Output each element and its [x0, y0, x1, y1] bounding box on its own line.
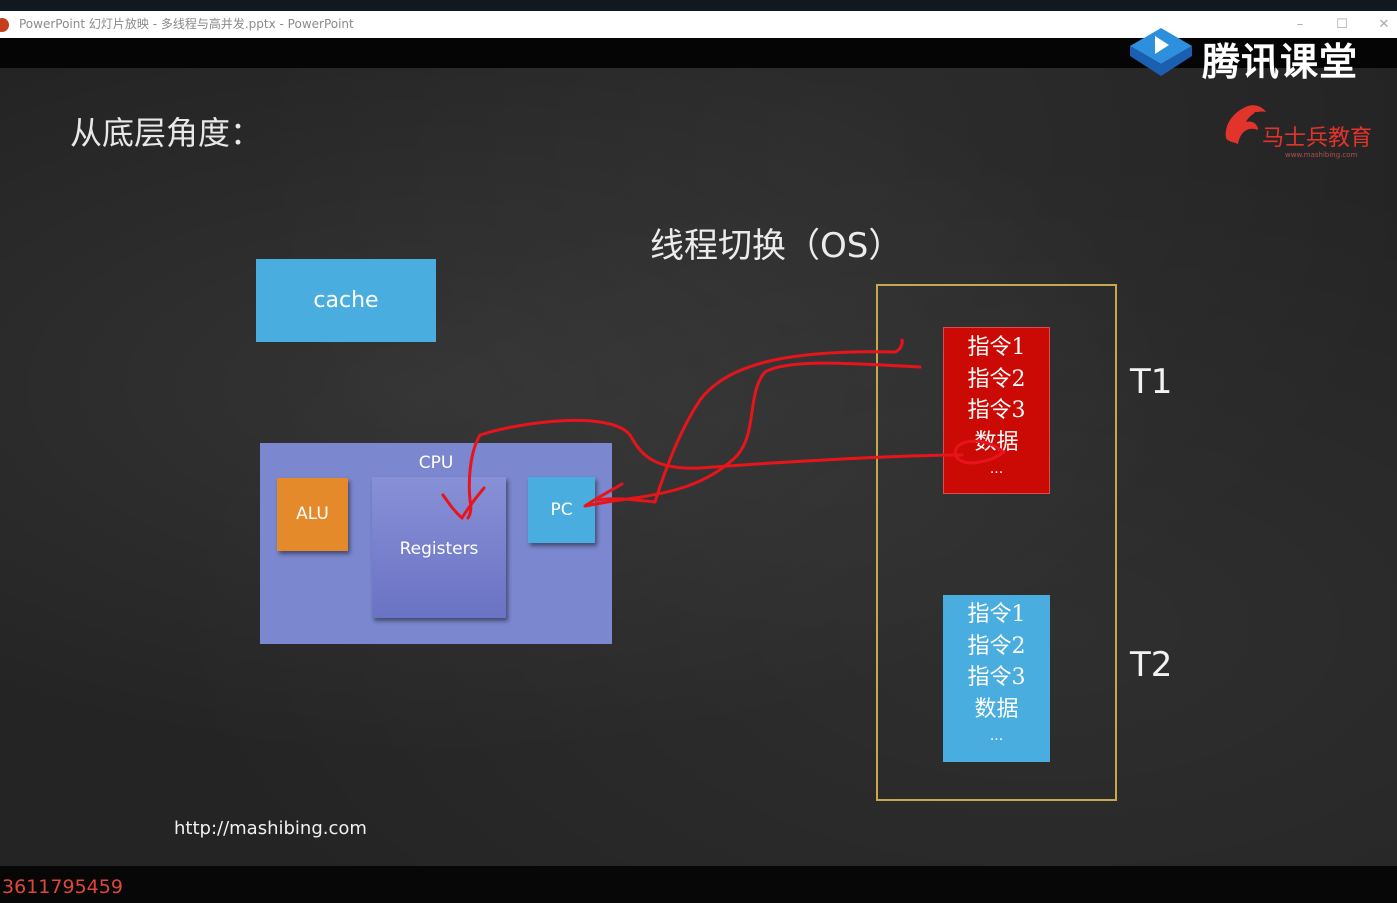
maximize-button[interactable]: ☐	[1336, 17, 1348, 32]
window-top-border	[0, 0, 1397, 11]
t1-label: T1	[1130, 362, 1173, 402]
t2-line-3: 指令3	[967, 665, 1026, 690]
mashibing-logo-icon	[1225, 105, 1266, 144]
bottom-letterbox	[0, 866, 1397, 903]
slide-url: http://mashibing.com	[174, 818, 367, 839]
slide-canvas[interactable]	[0, 68, 1397, 866]
thread-t2-box: 指令1 指令2 指令3 数据 ...	[943, 595, 1050, 762]
alu-box: ALU	[277, 478, 348, 551]
t2-line-2: 指令2	[967, 633, 1026, 659]
t1-line-1: 指令1	[967, 335, 1026, 360]
mashibing-logo-text: 马士兵教育	[1262, 126, 1373, 151]
t1-line-3: 指令3	[967, 398, 1026, 423]
t2-line-1: 指令1	[967, 602, 1026, 627]
powerpoint-icon	[0, 18, 9, 32]
cpu-box: CPU ALU Registers PC	[260, 443, 612, 644]
t2-label: T2	[1130, 645, 1173, 685]
tencent-classroom-logo-text: 腾讯课堂	[1202, 40, 1359, 84]
close-button[interactable]: ✕	[1378, 17, 1390, 32]
registers-box: Registers	[372, 477, 506, 618]
mashibing-logo-subtext: www.mashibing.com	[1285, 151, 1358, 159]
t1-ellipsis: ...	[989, 461, 1004, 477]
cpu-label: CPU	[418, 453, 454, 473]
pc-box: PC	[528, 477, 595, 543]
minimize-button[interactable]: –	[1296, 17, 1304, 32]
phone-watermark: .3611795459	[0, 876, 123, 898]
window-title: PowerPoint 幻灯片放映 - 多线程与高并发.pptx - PowerP…	[19, 17, 354, 31]
cache-box: cache	[256, 259, 436, 342]
slide-subtitle: 线程切换（OS）	[650, 226, 903, 266]
t1-line-2: 指令2	[967, 366, 1026, 392]
thread-t1-box: 指令1 指令2 指令3 数据 ...	[943, 327, 1050, 494]
tencent-classroom-logo-icon	[1130, 28, 1192, 76]
t2-ellipsis: ...	[989, 728, 1004, 744]
process-frame	[876, 284, 1117, 801]
slide-heading: 从底层角度：	[70, 114, 263, 152]
title-bar: PowerPoint 幻灯片放映 - 多线程与高并发.pptx - PowerP…	[0, 11, 1397, 38]
t2-line-4: 数据	[974, 696, 1019, 722]
t1-line-4: 数据	[974, 429, 1019, 455]
registers-label: Registers	[399, 539, 479, 559]
